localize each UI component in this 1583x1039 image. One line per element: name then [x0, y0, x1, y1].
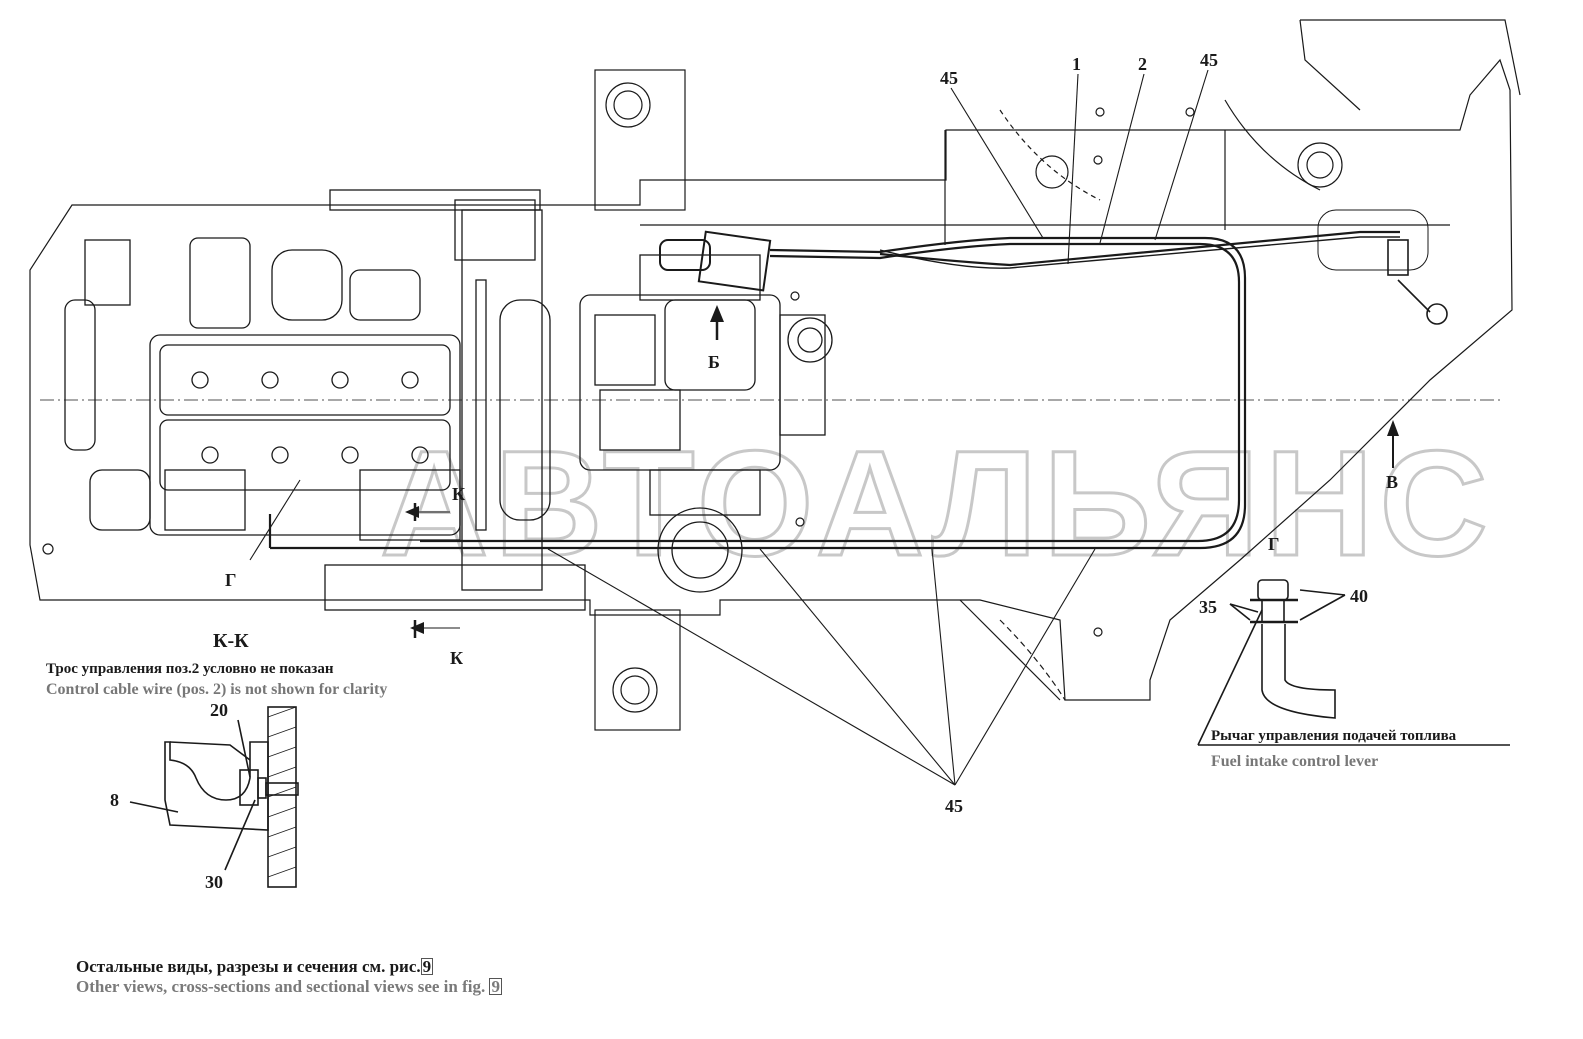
callout-30: 30 — [205, 872, 223, 892]
lever-caption-ru: Рычаг управления подачей топлива — [1211, 728, 1457, 744]
lever-caption-en: Fuel intake control lever — [1211, 753, 1378, 770]
cable-control-box — [659, 230, 772, 292]
footer-fig-ref-ru[interactable]: 9 — [420, 957, 434, 976]
section-kk-title: К-К — [213, 630, 249, 652]
callout-20: 20 — [210, 700, 228, 720]
callout-8: 8 — [110, 790, 119, 810]
control-cables — [268, 230, 1400, 550]
engine-assembly — [64, 189, 586, 611]
section-marker-k-upper: К — [452, 484, 465, 504]
arrowheads — [405, 305, 1399, 634]
footer-note-ru-text: Остальные виды, разрезы и сечения см. ри… — [76, 957, 421, 976]
callout-45-top-left: 45 — [940, 68, 958, 88]
callout-1: 1 — [1072, 54, 1081, 74]
watermark: АВТОАЛЬЯНС — [380, 419, 1494, 587]
section-kk-drawing — [129, 706, 299, 888]
transmission-assembly — [579, 254, 833, 593]
section-marker-k-lower: К — [450, 648, 463, 668]
view-marker-g-left: Г — [225, 570, 236, 590]
view-marker-g-right: Г — [1268, 534, 1279, 554]
section-kk-note-en: Control cable wire (pos. 2) is not shown… — [46, 681, 387, 698]
view-marker-v: В — [1386, 472, 1398, 492]
footer-note-en: Other views, cross-sections and sectiona… — [76, 977, 502, 997]
section-kk-note-ru: Трос управления поз.2 условно не показан — [46, 661, 334, 677]
detail-view-lever — [1197, 579, 1510, 746]
callout-40: 40 — [1350, 586, 1368, 606]
callout-35: 35 — [1199, 597, 1217, 617]
view-marker-b: Б — [708, 352, 720, 372]
callout-45-bottom: 45 — [945, 796, 963, 816]
footer-fig-ref-en[interactable]: 9 — [489, 977, 502, 996]
footer-note-en-text: Other views, cross-sections and sectiona… — [76, 977, 486, 996]
callout-2: 2 — [1138, 54, 1147, 74]
leader-lines — [249, 69, 1394, 786]
fuel-lever-on-chassis — [1317, 209, 1448, 325]
chassis-frame — [29, 19, 1521, 731]
callout-45-top-right: 45 — [1200, 50, 1218, 70]
footer-note-ru: Остальные виды, разрезы и сечения см. ри… — [76, 957, 434, 977]
